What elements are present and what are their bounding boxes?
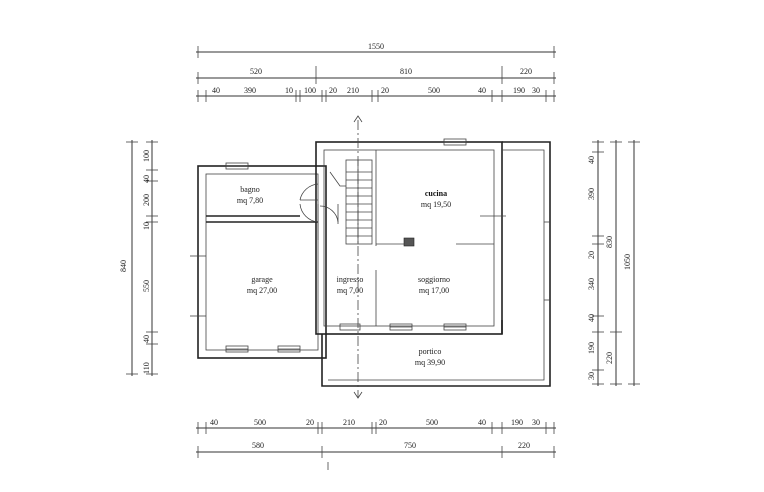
room-soggiorno-area: mq 17,00 (419, 286, 449, 295)
dim-left-row2-2: 200 (142, 194, 151, 206)
dim-right-row3-1: 390 (587, 188, 596, 200)
dim-left-row2-5: 40 (142, 335, 151, 343)
dim-right-total: 1050 (623, 254, 632, 270)
dim-top-row3-0: 40 (212, 86, 220, 95)
dim-bottom-row1-5: 500 (426, 418, 438, 427)
dim-right-row3-5: 190 (587, 342, 596, 354)
dim-top-row3-9: 190 (513, 86, 525, 95)
dim-left-row2-3: 10 (142, 222, 151, 230)
staircase (329, 159, 373, 245)
doors (299, 183, 415, 247)
left-dimensions: 840 100 40 200 10 550 40 110 (119, 140, 158, 376)
dim-top-row2-2: 220 (520, 67, 532, 76)
room-soggiorno-name: soggiorno (418, 275, 450, 284)
dim-bottom-row2-0: 580 (252, 441, 264, 450)
dim-left-row2-6: 110 (142, 362, 151, 374)
dim-top-row2-1: 810 (400, 67, 412, 76)
dim-bottom-row1-4: 20 (379, 418, 387, 427)
dim-bottom-row1-7: 190 (511, 418, 523, 427)
right-dimensions: 40 390 20 340 40 190 30 830 220 1050 (587, 140, 640, 386)
dim-left-row2-0: 100 (142, 150, 151, 162)
dim-top-row3-8: 40 (478, 86, 486, 95)
dim-bottom-row1-6: 40 (478, 418, 486, 427)
walls (197, 141, 551, 387)
dim-right-row3-6: 30 (587, 372, 596, 380)
room-garage-area: mq 27,00 (247, 286, 277, 295)
dim-top-row3-6: 20 (381, 86, 389, 95)
dim-bottom-row1-2: 20 (306, 418, 314, 427)
dim-right-row2-0: 830 (605, 236, 614, 248)
dim-bottom-row1-0: 40 (210, 418, 218, 427)
room-portico-name: portico (419, 347, 442, 356)
dim-left-row2-4: 550 (142, 280, 151, 292)
dim-bottom-row1-3: 210 (343, 418, 355, 427)
dim-right-row2-1: 220 (605, 352, 614, 364)
room-bagno-area: mq 7,80 (237, 196, 263, 205)
dim-right-row3-2: 20 (587, 251, 596, 259)
dim-right-row3-0: 40 (587, 156, 596, 164)
dim-bottom-row2-1: 750 (404, 441, 416, 450)
dim-top-row3-3: 100 (304, 86, 316, 95)
dim-top-total: 1550 (368, 42, 384, 51)
section-line (353, 115, 363, 399)
windows (190, 138, 506, 353)
dim-top-row3-2: 10 (285, 86, 293, 95)
dim-top-row3-1: 390 (244, 86, 256, 95)
bottom-dimensions: 40 500 20 210 20 500 40 190 30 580 750 2… (196, 418, 556, 470)
dim-right-row3-3: 340 (587, 278, 596, 290)
room-ingresso-area: mq 7,00 (337, 286, 363, 295)
room-garage-name: garage (251, 275, 273, 284)
room-portico-area: mq 39,90 (415, 358, 445, 367)
dim-top-row3-4: 20 (329, 86, 337, 95)
dim-top-row2-0: 520 (250, 67, 262, 76)
dim-top-row3-5: 210 (347, 86, 359, 95)
top-dimensions: 1550 520 810 220 40 390 10 100 20 210 20… (196, 42, 556, 102)
dim-bottom-row1-8: 30 (532, 418, 540, 427)
dim-bottom-row2-2: 220 (518, 441, 530, 450)
room-labels: bagno mq 7,80 cucina mq 19,50 garage mq … (237, 185, 451, 367)
room-ingresso-name: ingresso (337, 275, 364, 284)
dim-bottom-row1-1: 500 (254, 418, 266, 427)
dim-right-row3-4: 40 (587, 314, 596, 322)
room-bagno-name: bagno (240, 185, 260, 194)
dim-top-row3-10: 30 (532, 86, 540, 95)
room-cucina-name: cucina (425, 189, 447, 198)
dim-top-row3-7: 500 (428, 86, 440, 95)
dim-left-total: 840 (119, 260, 128, 272)
dim-left-row2-1: 40 (142, 175, 151, 183)
room-cucina-area: mq 19,50 (421, 200, 451, 209)
